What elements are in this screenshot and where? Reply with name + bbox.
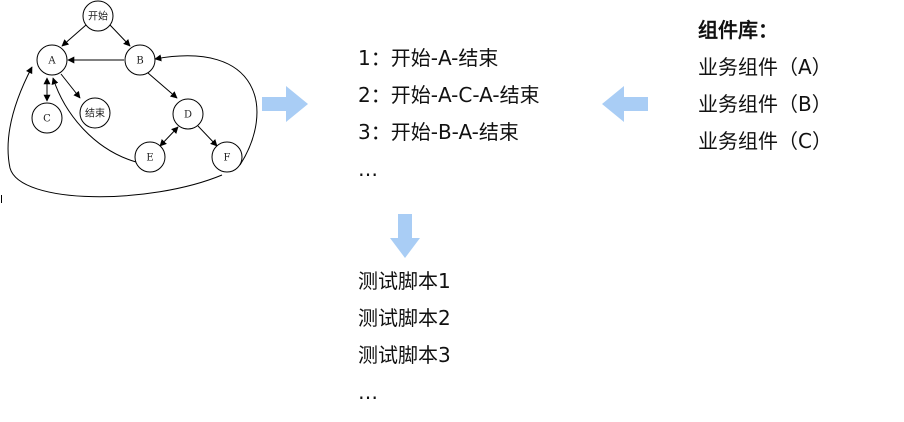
node-b: B bbox=[124, 44, 156, 76]
library-title: 组件库： bbox=[698, 18, 778, 42]
script-item: 测试脚本1 bbox=[358, 269, 451, 293]
path-item: 1：开始-A-结束 bbox=[358, 46, 499, 70]
edge-f-b bbox=[154, 54, 258, 166]
node-d: D bbox=[172, 98, 204, 130]
edge-e-a bbox=[51, 77, 137, 163]
script-ellipsis: … bbox=[358, 380, 378, 404]
svg-text:结束: 结束 bbox=[85, 107, 105, 120]
edge-a-end bbox=[60, 73, 81, 99]
node-e: E bbox=[134, 141, 166, 173]
edge-start-b bbox=[109, 24, 131, 47]
edge-d-e bbox=[159, 126, 179, 147]
arrow-down-icon bbox=[390, 214, 420, 258]
svg-text:开始: 开始 bbox=[88, 10, 108, 23]
script-item: 测试脚本2 bbox=[358, 306, 451, 330]
node-end: 结束 bbox=[79, 97, 111, 129]
edge-d-f bbox=[197, 125, 218, 147]
edge-b-d bbox=[147, 72, 178, 99]
path-item: 2：开始-A-C-A-结束 bbox=[358, 83, 540, 107]
test-path-list: 1：开始-A-结束 2：开始-A-C-A-结束 3：开始-B-A-结束 … bbox=[358, 40, 540, 188]
edge-f-a bbox=[7, 66, 223, 198]
arrow-right-icon bbox=[262, 86, 308, 122]
node-c: C bbox=[31, 102, 63, 134]
svg-text:D: D bbox=[184, 110, 192, 121]
component-library: 组件库： 业务组件（A） 业务组件（B） 业务组件（C） bbox=[698, 12, 832, 160]
arrow-left-icon bbox=[602, 86, 648, 122]
edge-start-a bbox=[61, 24, 87, 47]
node-f: F bbox=[211, 141, 243, 173]
state-graph: 开始 A B C 结束 D E F bbox=[7, 0, 258, 198]
svg-text:A: A bbox=[47, 56, 56, 67]
stray-tick-mark bbox=[1, 195, 2, 203]
test-script-list: 测试脚本1 测试脚本2 测试脚本3 … bbox=[358, 263, 451, 411]
library-item: 业务组件（C） bbox=[698, 129, 832, 153]
path-item: 3：开始-B-A-结束 bbox=[358, 120, 519, 144]
node-start: 开始 bbox=[82, 0, 114, 32]
path-ellipsis: … bbox=[358, 157, 378, 181]
library-item: 业务组件（A） bbox=[698, 55, 832, 79]
graph-edges bbox=[7, 24, 258, 198]
svg-text:F: F bbox=[224, 153, 231, 164]
node-a: A bbox=[36, 44, 68, 76]
library-item: 业务组件（B） bbox=[698, 92, 832, 116]
svg-text:E: E bbox=[146, 153, 153, 164]
script-item: 测试脚本3 bbox=[358, 343, 451, 367]
svg-text:C: C bbox=[43, 114, 51, 125]
svg-text:B: B bbox=[136, 56, 143, 67]
